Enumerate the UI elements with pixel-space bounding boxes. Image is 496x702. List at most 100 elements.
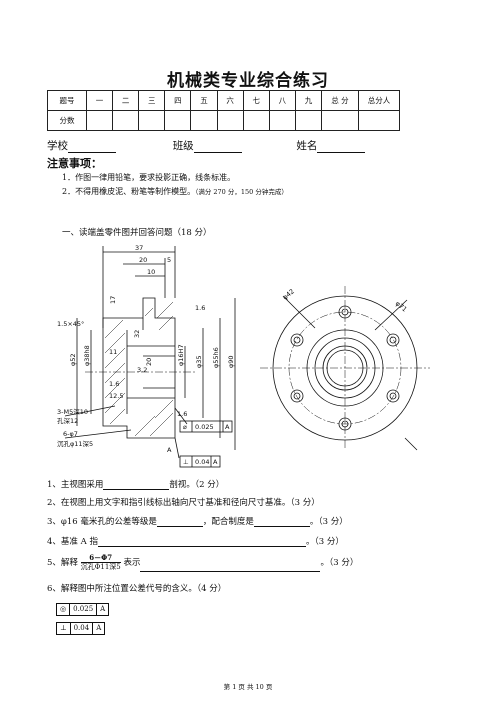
tol-datum: A [100,605,106,613]
q4-blank[interactable] [97,536,306,547]
tol2-symbol: ⊥ [183,458,189,466]
q1-text-end: 剖视。（2 分） [169,480,225,490]
class-blank[interactable] [193,140,242,153]
tol1-value: 0.025 [195,423,214,431]
dim-phi90: φ90 [227,355,235,368]
score-col: 七 [242,90,270,111]
q5-denominator: 沉孔Φ11深5 [80,563,121,571]
score-cell[interactable] [321,110,359,131]
score-col: 总分人 [358,90,400,111]
callout-6phi7: 6-φ7 [63,430,78,438]
dim-phi55: φ55h6 [212,347,220,368]
score-cell[interactable] [242,110,270,131]
score-cell[interactable] [358,110,400,131]
school-blank[interactable] [68,140,116,153]
class-label: 班级 [172,140,194,152]
q5-fraction: 6－Φ7 沉孔Φ11深5 [80,553,121,572]
rough-1-6b: 1.6 [177,410,187,418]
dim-5: 5 [167,256,171,264]
question-4: 4、基准 A 指 。（3 分） [47,535,344,547]
dim-20: 20 [139,256,147,264]
question-5: 5、解释 6－Φ7 沉孔Φ11深5 表示。（3 分） [47,553,467,572]
score-cell[interactable] [268,110,296,131]
perpendicularity-icon: ⊥ [57,623,71,634]
question-2: 2、在视图上用文字和指引线标出轴向尺寸基准和径向尺寸基准。（3 分） [47,498,320,508]
circle-phi71: φ71 [394,299,409,313]
score-col: 一 [85,90,114,111]
dim-10: 10 [147,268,155,276]
score-cell[interactable] [112,110,140,131]
callout-counterbore: 沉孔φ11深5 [57,439,93,448]
note-2-text: 2．不得用橡皮泥、粉笔等制作模型。 [62,187,196,196]
score-cell[interactable] [216,110,244,131]
page-title: 机械类专业综合练习 [167,71,329,91]
score-col: 六 [216,90,244,111]
score-label: 题号 [47,90,87,111]
score-col: 三 [138,90,166,111]
dim-rough-1: 1.6 [109,380,119,388]
dim-32: 32 [133,330,141,338]
tol-value: 0.025 [70,604,98,615]
dim-37: 37 [135,244,143,252]
tol-value: 0.04 [71,623,94,634]
q3-blank-1[interactable] [156,516,203,527]
score-row-header: 题号 一 二 三 四 五 六 七 八 九 总 分 总分人 [47,90,400,111]
question-1: 1、主视图采用 剖视。（2 分） [47,478,224,490]
score-cell[interactable] [85,110,114,131]
q3-text-mid: ，配合制度是 [202,517,254,527]
note-1: 1．作图一律用铅笔，要求投影正确，线条标准。 [62,173,236,182]
q5-blank[interactable] [140,561,321,572]
datum-a: A [167,446,172,454]
score-col: 九 [294,90,323,111]
q5-text-mid: 表示 [123,558,141,568]
end-cap-drawing: 37 20 5 10 17 1.5×45° φ52 φ38h8 11 1.6 1… [57,244,430,468]
note-2-extra: （满分 270 分，150 分钟完成） [195,188,288,196]
dim-rough-2: 12.5 [109,392,123,400]
name-label: 姓名 [296,140,318,152]
info-fields: 学校 班级 姓名 [47,138,366,153]
tol-datum: A [96,624,102,632]
q1-text: 1、主视图采用 [47,480,104,490]
q4-text-end: 。（3 分） [305,537,344,547]
q4-text: 4、基准 A 指 [47,537,98,547]
dim-11: 11 [109,348,117,356]
score-row-values: 分数 [47,110,400,131]
name-blank[interactable] [317,140,366,153]
tolerance-frame-2: ⊥ 0.04 A [56,622,106,635]
score-col: 八 [268,90,296,111]
tol1-datum: A [225,423,230,431]
q1-blank[interactable] [103,479,170,490]
q5-text: 5、解释 [47,558,78,568]
page-footer: 第 1 页 共 10 页 [223,683,273,691]
score-table: 题号 一 二 三 四 五 六 七 八 九 总 分 总分人 分数 [47,90,400,131]
score-cell[interactable] [190,110,218,131]
school-label: 学校 [47,140,68,152]
dim-17: 17 [109,296,117,304]
section-heading: 一、读端盖零件图并回答问题（18 分） [62,228,212,238]
rough-3-2: 3.2 [137,366,147,374]
question-6: 6、解释图中所注位置公差代号的含义。（4 分） [47,584,227,594]
dim-phi38: φ38h8 [83,345,91,366]
notes-heading: 注意事项： [47,157,102,170]
note-2: 2．不得用橡皮泥、粉笔等制作模型。（满分 270 分，150 分钟完成） [62,186,288,197]
dim-phi35: φ35 [195,355,203,368]
dim-phi52: φ52 [69,353,77,366]
score-cell[interactable] [164,110,192,131]
score-col: 总 分 [321,90,359,111]
tol2-value: 0.04 [195,458,209,466]
tol1-symbol: ⌀ [183,423,187,431]
tol2-datum: A [213,458,218,466]
score-label: 分数 [47,110,87,131]
score-cell[interactable] [294,110,323,131]
question-3: 3、φ16 毫米孔的公差等级是，配合制度是。（3 分） [47,515,348,527]
score-cell[interactable] [138,110,166,131]
q3-text: 3、φ16 毫米孔的公差等级是 [47,517,157,527]
tolerance-frame-1: ◎ 0.025 A [56,603,110,616]
circle-phi42: φ42 [281,287,296,301]
callout-m5: 3-M5深10 [57,407,88,416]
dim-chamfer: 1.5×45° [57,320,84,328]
q5-numerator: 6－Φ7 [80,553,121,563]
q3-blank-2[interactable] [253,516,310,527]
concentricity-icon: ◎ [57,604,71,615]
score-col: 四 [164,90,192,111]
